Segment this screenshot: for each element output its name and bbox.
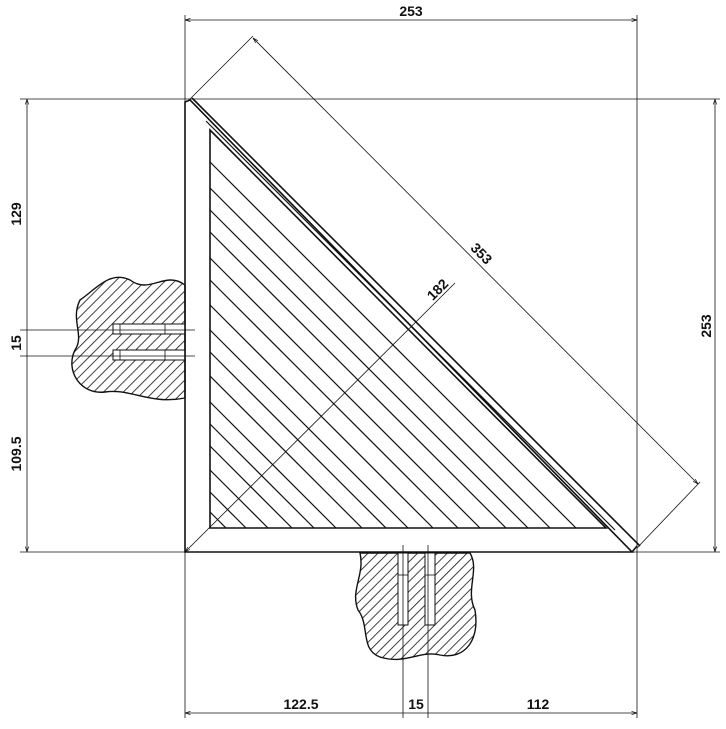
dimension-lines <box>27 20 715 713</box>
slat <box>209 469 269 529</box>
dim-hypotenuse: 353 <box>468 240 496 268</box>
slat <box>209 511 227 529</box>
bottom-wall-section <box>354 552 477 661</box>
dim-left-lower: 109.5 <box>8 436 24 471</box>
dim-right-height: 253 <box>698 314 714 338</box>
dim-bottom-gap: 15 <box>408 696 424 712</box>
dim-bottom-left: 122.5 <box>283 696 318 712</box>
dim-top-width: 253 <box>399 3 423 19</box>
left-wall-section <box>71 276 186 401</box>
slat <box>209 445 293 529</box>
dim-altitude: 182 <box>424 275 452 303</box>
dim-left-gap: 15 <box>8 335 24 351</box>
dim-bottom-right: 112 <box>527 696 550 712</box>
dim-left-upper: 129 <box>8 202 24 226</box>
slat <box>209 491 247 529</box>
